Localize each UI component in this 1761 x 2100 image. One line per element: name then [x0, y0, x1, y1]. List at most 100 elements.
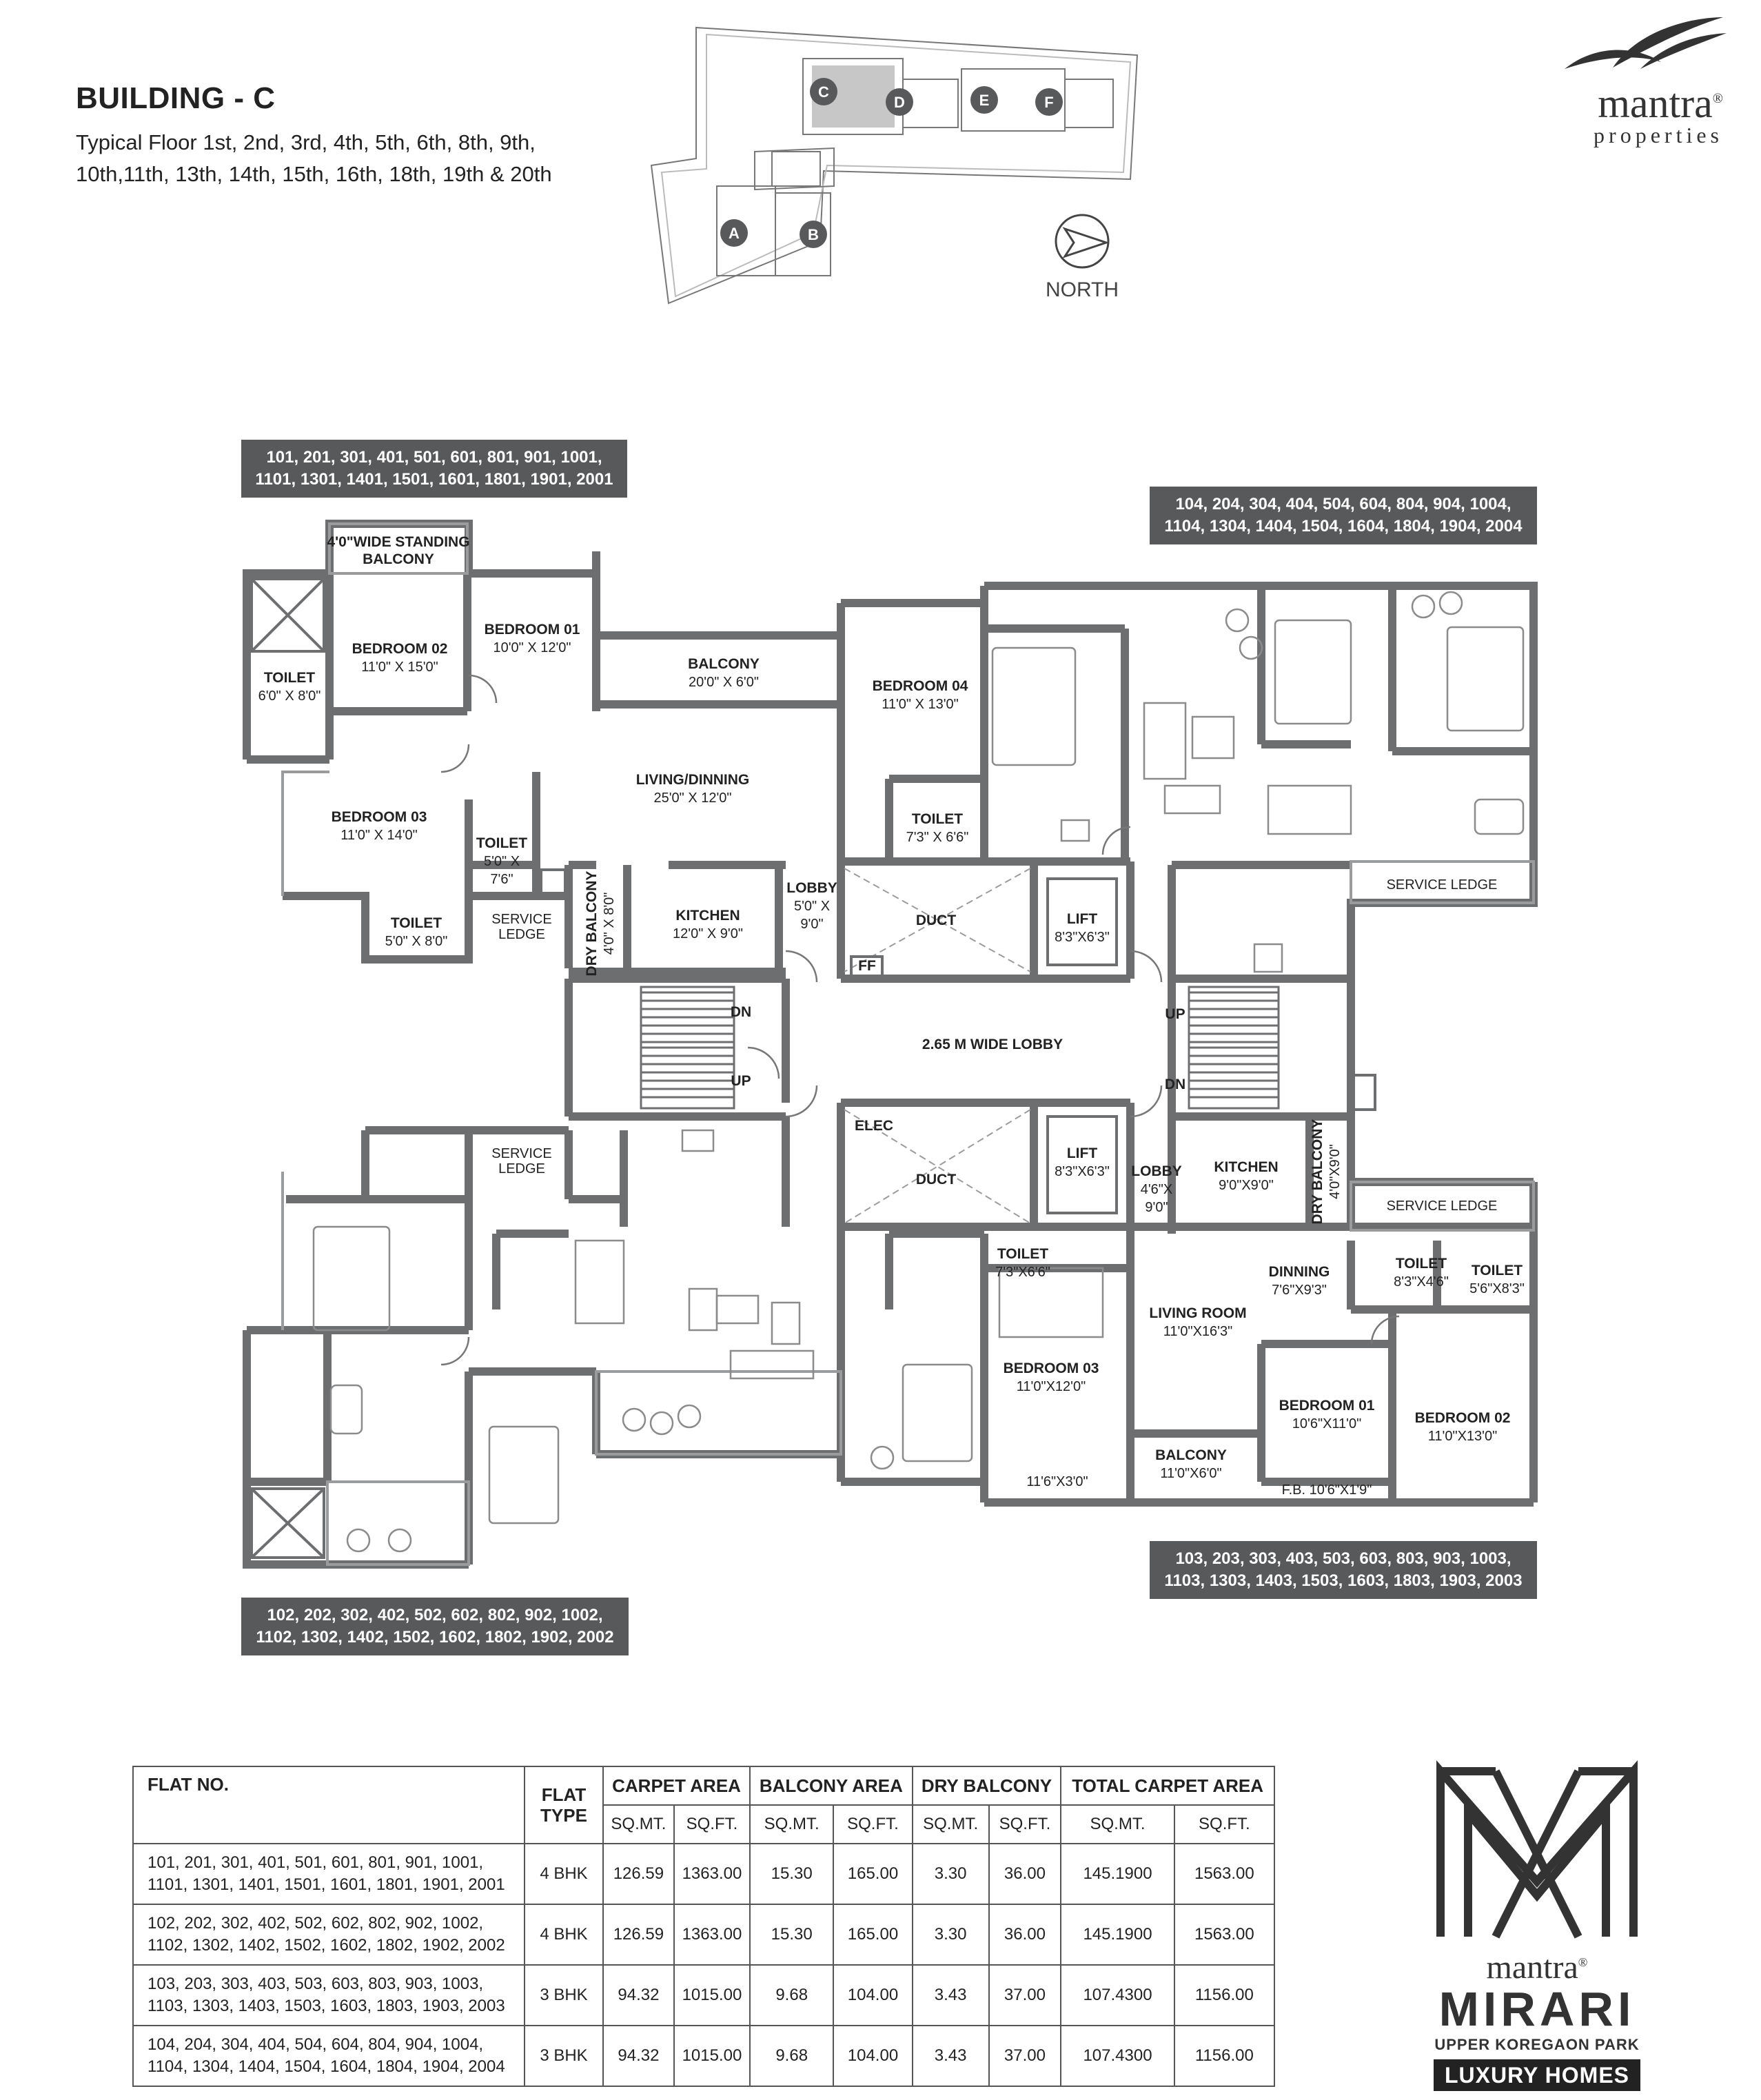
flat-group-line: 1104, 1304, 1404, 1504, 1604, 1804, 1904…	[1164, 517, 1523, 536]
bedroom02-br-dim: 11'0"X13'0"	[1428, 1429, 1497, 1444]
cell-type: 4 BHK	[524, 1843, 604, 1905]
cell-value: 94.32	[602, 2025, 675, 2087]
cell-value: 104.00	[833, 2025, 913, 2087]
cell-value: 94.32	[602, 1964, 675, 2026]
cell-value: 3.30	[911, 1843, 990, 1905]
flat-list-line: 1103, 1303, 1403, 1503, 1603, 1803, 1903…	[147, 1997, 505, 2015]
kitchen-tl-dim: 12'0" X 9'0"	[673, 926, 743, 941]
building-b-outline	[775, 192, 831, 276]
north-arrow-icon	[1055, 214, 1110, 269]
flat-group-top-left: 101, 201, 301, 401, 501, 601, 801, 901, …	[241, 440, 627, 498]
brand-tagline: properties	[1594, 123, 1723, 147]
toilet-tl1-label: TOILET	[264, 670, 315, 686]
toilet-tl2-dim-2: 7'6"	[490, 872, 513, 887]
living-tl-dim: 25'0" X 12'0"	[653, 791, 731, 806]
table-row: 101, 201, 301, 401, 501, 601, 801, 901, …	[132, 1843, 1276, 1905]
key-label-c: C	[818, 83, 829, 101]
flat-group-line: 1101, 1301, 1401, 1501, 1601, 1801, 1901…	[255, 470, 613, 489]
bedroom03-tl-dim: 11'0" X 14'0"	[340, 828, 418, 843]
north-label: NORTH	[1046, 278, 1119, 301]
mantra-logo: mantra® properties	[1537, 14, 1737, 152]
flat-list-line: 102, 202, 302, 402, 502, 602, 802, 902, …	[147, 1914, 484, 1933]
header-dry-balcony: DRY BALCONY	[911, 1766, 1062, 1806]
header-flat-type: FLAT TYPE	[524, 1766, 604, 1844]
key-label-d: D	[894, 94, 905, 111]
lift-bottom-label: LIFT	[1067, 1145, 1097, 1161]
main-lobby-label: 2.65 M WIDE LOBBY	[922, 1037, 1063, 1052]
cell-value: 36.00	[988, 1843, 1062, 1905]
sub-sqmt: SQ.MT.	[1060, 1804, 1175, 1844]
bedroom04-tr-label: BEDROOM 04	[873, 678, 968, 694]
mirari-registered: ®	[1578, 1955, 1588, 1969]
balcony-br-label: BALCONY	[1155, 1447, 1227, 1463]
living-br-dim: 11'0"X16'3"	[1163, 1324, 1232, 1339]
flat-group-line: 102, 202, 302, 402, 502, 602, 802, 902, …	[267, 1606, 603, 1624]
toilet-br2-dim: 8'3"X4'6"	[1394, 1274, 1449, 1289]
service-ledge-br-label: SERVICE LEDGE	[1387, 1199, 1498, 1214]
flat-list-line: 103, 203, 303, 403, 503, 603, 803, 903, …	[147, 1975, 484, 1993]
lobby-tl-dim-2: 9'0"	[800, 917, 823, 932]
toilet-tl3-label: TOILET	[391, 915, 442, 931]
flat-list-line: 104, 204, 304, 404, 504, 604, 804, 904, …	[147, 2035, 484, 2054]
cell-value: 1156.00	[1173, 2025, 1276, 2087]
flat-group-line: 1102, 1302, 1402, 1502, 1602, 1802, 1902…	[256, 1628, 614, 1647]
cell-value: 1015.00	[673, 1964, 751, 2026]
door-swings	[440, 674, 1400, 1366]
leaf-icon	[1565, 17, 1727, 69]
toilet-tr-label: TOILET	[912, 811, 963, 827]
service-ledge-tr-label: SERVICE LEDGE	[1387, 877, 1498, 893]
standing-balcony-label-2: BALCONY	[363, 551, 434, 567]
cell-type: 3 BHK	[524, 1964, 604, 2026]
lift-bottom-dim: 8'3"X6'3"	[1055, 1164, 1110, 1179]
cell-value: 1563.00	[1173, 1843, 1276, 1905]
cell-value: 165.00	[833, 1904, 913, 1966]
dry-balcony-br-dim: 4'0"X9'0"	[1327, 1144, 1343, 1199]
dinning-br-label: DINNING	[1269, 1264, 1330, 1280]
cell-value: 126.59	[602, 1843, 675, 1905]
key-label-b: B	[808, 226, 819, 243]
bedroom01-tl-label: BEDROOM 01	[485, 622, 580, 638]
kitchen-br-label: KITCHEN	[1214, 1159, 1278, 1175]
cell-value: 9.68	[749, 2025, 835, 2087]
bedroom04-tr-dim: 11'0" X 13'0"	[882, 697, 959, 712]
duct-bottom-label: DUCT	[916, 1172, 956, 1187]
flat-group-line: 104, 204, 304, 404, 504, 604, 804, 904, …	[1175, 495, 1511, 513]
floor-list: Typical Floor 1st, 2nd, 3rd, 4th, 5th, 6…	[76, 127, 627, 190]
lift-top-car	[1046, 877, 1118, 966]
stair-left-dn: DN	[731, 1004, 751, 1020]
bedroom02-tl-label: BEDROOM 02	[352, 641, 448, 657]
cell-value: 1156.00	[1173, 1964, 1276, 2026]
flat-group-line: 101, 201, 301, 401, 501, 601, 801, 901, …	[266, 448, 602, 467]
table-row: 102, 202, 302, 402, 502, 602, 802, 902, …	[132, 1904, 1276, 1966]
flat-list-line: 101, 201, 301, 401, 501, 601, 801, 901, …	[147, 1853, 484, 1872]
bedroom03-tl-label: BEDROOM 03	[332, 809, 427, 825]
dry-balcony-tl-dim: 4'0" X 8'0"	[602, 893, 617, 955]
toilet-br2-label: TOILET	[1396, 1256, 1447, 1272]
cell-value: 37.00	[988, 2025, 1062, 2087]
cell-value: 145.1900	[1060, 1904, 1175, 1966]
flat-list-line: 1104, 1304, 1404, 1504, 1604, 1804, 1904…	[147, 2057, 505, 2076]
flat-group-bottom-right: 103, 203, 303, 403, 503, 603, 803, 903, …	[1150, 1541, 1537, 1599]
key-plan: C D E F A B NORTH	[650, 26, 1139, 305]
cell-value: 3.30	[911, 1904, 990, 1966]
toilet-tl3-dim: 5'0" X 8'0"	[385, 934, 448, 949]
header-flat-no: FLAT NO.	[132, 1766, 525, 1844]
lobby-tl-label: LOBBY	[786, 880, 837, 896]
table-row: 104, 204, 304, 404, 504, 604, 804, 904, …	[132, 2025, 1276, 2087]
stair-left-up: UP	[731, 1073, 751, 1089]
cell-value: 36.00	[988, 1904, 1062, 1966]
toilet-tl1-dim: 6'0" X 8'0"	[258, 689, 321, 704]
toilet-tl2-label: TOILET	[476, 835, 527, 851]
cell-value: 3.43	[911, 2025, 990, 2087]
service-ledge-bl-label-2: LEDGE	[498, 1161, 545, 1176]
cell-value: 107.4300	[1060, 2025, 1175, 2087]
mirari-name: MIRARI	[1438, 1982, 1636, 2036]
flat-group-line: 103, 203, 303, 403, 503, 603, 803, 903, …	[1175, 1549, 1511, 1568]
mirari-logo: mantra® MIRARI UPPER KOREGAON PARK LUXUR…	[1420, 1757, 1654, 2091]
lobby-br-dim-2: 9'0"	[1145, 1200, 1168, 1215]
service-ledge-tl-label-2: LEDGE	[498, 927, 545, 942]
cell-value: 126.59	[602, 1904, 675, 1966]
lift-top-label: LIFT	[1067, 911, 1097, 927]
toilet-br1-dim: 7'3"X6'6"	[995, 1265, 1050, 1280]
